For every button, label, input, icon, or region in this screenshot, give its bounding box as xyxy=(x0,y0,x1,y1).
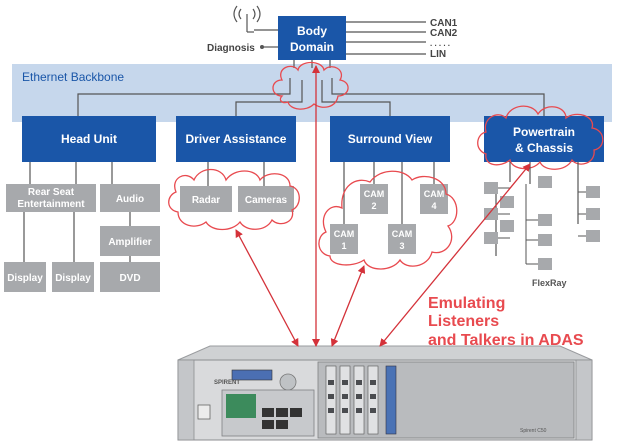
switch-connectors xyxy=(77,60,545,116)
port xyxy=(262,408,274,417)
head-unit-block xyxy=(22,116,156,162)
cam-1-box xyxy=(330,224,358,254)
cam-2-label-2: 2 xyxy=(371,201,376,211)
amplifier-label: Amplifier xyxy=(108,237,151,248)
ecu-box xyxy=(538,176,552,188)
antenna-icon xyxy=(233,5,261,33)
cameras-label: Cameras xyxy=(245,195,288,206)
emulation-arrows xyxy=(235,65,531,347)
amplifier-box xyxy=(100,226,160,256)
spirent-c50-device: SPIRENT Spirent C50 xyxy=(177,345,593,441)
display-box-2 xyxy=(52,262,94,292)
rack-ear-right xyxy=(575,359,593,441)
cameras-box xyxy=(238,186,294,212)
device-top xyxy=(177,345,593,361)
display-label-1: Display xyxy=(7,273,43,284)
lin-label: LIN xyxy=(430,49,446,60)
ecu-box xyxy=(500,220,514,232)
ecu-box xyxy=(484,232,498,244)
surround-view-label: Surround View xyxy=(348,132,433,146)
arrow-powertrain xyxy=(379,163,531,347)
rse-box xyxy=(6,184,96,212)
device-brand: SPIRENT xyxy=(214,380,240,386)
cam-3-label-2: 3 xyxy=(399,241,404,251)
emulating-line-1: Emulating xyxy=(428,295,505,312)
lcd-display xyxy=(231,369,273,381)
switch-cloud xyxy=(272,61,349,110)
powertrain-chassis-block xyxy=(484,116,604,162)
dvd-label: DVD xyxy=(119,273,140,284)
body-domain-label-2: Domain xyxy=(290,40,334,54)
ecu-box xyxy=(538,214,552,226)
rse-label-1: Rear Seat xyxy=(28,187,75,198)
port xyxy=(276,420,288,429)
can1-label: CAN1 xyxy=(430,18,458,29)
flexray-connectors xyxy=(495,162,579,256)
body-domain-block xyxy=(278,16,346,60)
head-unit-label: Head Unit xyxy=(61,132,117,146)
flexray-label: FlexRay xyxy=(532,278,567,288)
ecu-box xyxy=(538,258,552,270)
emulating-line-2: Listeners xyxy=(428,313,499,330)
arrow-surround-view xyxy=(330,265,366,347)
powertrain-label-2: & Chassis xyxy=(515,141,573,155)
power-button xyxy=(197,404,211,420)
surround-view-block xyxy=(330,116,450,162)
port xyxy=(290,408,302,417)
nav-pad xyxy=(279,373,297,391)
can2-label: CAN2 xyxy=(430,28,458,39)
driver-assistance-block xyxy=(176,116,296,162)
cam-4-label-1: CAM xyxy=(424,189,445,199)
ecu-box xyxy=(586,186,600,198)
radar-label: Radar xyxy=(192,195,220,206)
green-board xyxy=(226,394,256,418)
test-card-slots xyxy=(325,365,397,435)
port xyxy=(276,408,288,417)
cam-1-label-2: 1 xyxy=(341,241,346,251)
bus-dots-label: . . . . . xyxy=(430,39,450,48)
ecu-box xyxy=(484,182,498,194)
diagnosis-label: Diagnosis xyxy=(207,43,255,54)
driver-assistance-cloud xyxy=(168,168,300,231)
flexray-ecu-group xyxy=(484,176,600,270)
powertrain-cloud xyxy=(477,105,604,170)
dvd-box xyxy=(100,262,160,292)
audio-box xyxy=(100,184,160,212)
audio-label: Audio xyxy=(116,194,144,205)
display-box-1 xyxy=(4,262,46,292)
cam-1-label-1: CAM xyxy=(334,229,355,239)
ecu-box xyxy=(538,234,552,246)
rack-ear-left xyxy=(177,359,195,441)
port xyxy=(262,420,274,429)
driver-assistance-label: Driver Assistance xyxy=(186,132,287,146)
cam-4-label-2: 4 xyxy=(431,201,436,211)
head-unit-connectors xyxy=(23,162,131,262)
powertrain-label-1: Powertrain xyxy=(513,125,575,139)
device-model: Spirent C50 xyxy=(520,428,547,434)
arrow-driver-assistance xyxy=(235,229,299,347)
driver-assistance-connectors xyxy=(207,162,265,186)
display-label-2: Display xyxy=(55,273,91,284)
ecu-box xyxy=(586,208,600,220)
body-domain-connectors xyxy=(254,21,426,55)
cam-2-label-1: CAM xyxy=(364,189,385,199)
radar-box xyxy=(180,186,232,212)
backbone-label: Ethernet Backbone xyxy=(22,70,124,84)
body-domain-label-1: Body xyxy=(297,24,327,38)
ecu-box xyxy=(586,230,600,242)
cam-3-label-1: CAM xyxy=(392,229,413,239)
rse-label-2: Entertainment xyxy=(17,199,85,210)
